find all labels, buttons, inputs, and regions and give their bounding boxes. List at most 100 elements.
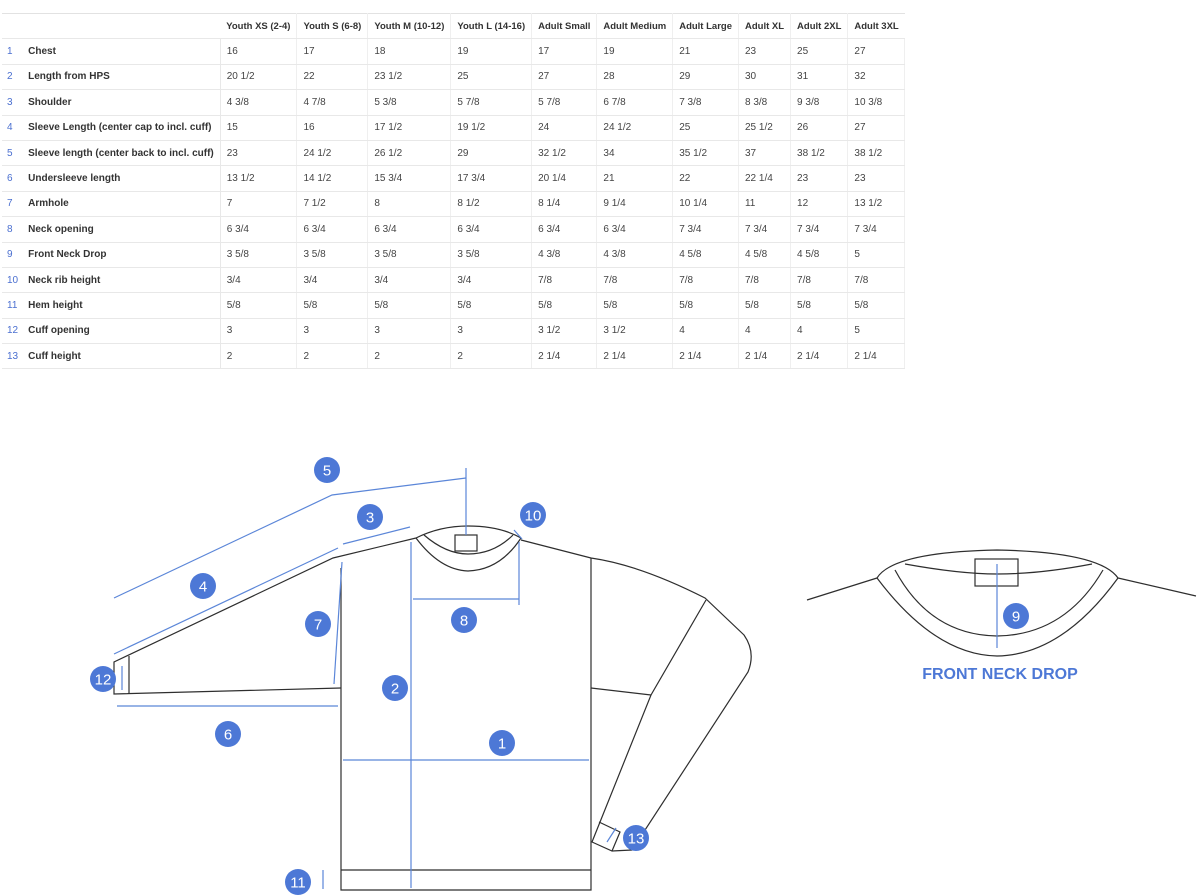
detail-collar-inner (894, 569, 1104, 637)
size-value-cell: 26 (790, 115, 849, 141)
size-value-cell: 23 (847, 165, 906, 192)
marker-4: 4 (190, 573, 216, 599)
size-value-cell: 17 1/2 (367, 115, 452, 141)
marker-number: 3 (366, 510, 374, 527)
neck-rib-height-line (513, 529, 523, 540)
marker-9: 9 (1003, 603, 1029, 629)
size-value-cell: 2 1/4 (738, 343, 792, 370)
measurement-label: Length from HPS (22, 64, 221, 91)
size-value-cell: 24 1/2 (296, 140, 369, 167)
left-sleeve (113, 537, 417, 695)
marker-number: 12 (95, 672, 112, 689)
size-value-cell: 18 (367, 38, 452, 65)
size-value-cell: 5/8 (296, 292, 369, 319)
marker-circle (90, 666, 116, 692)
size-value-cell: 15 (220, 115, 298, 141)
size-value-cell: 4 3/8 (531, 242, 598, 268)
neck-label (454, 534, 478, 552)
marker-circle (215, 721, 241, 747)
size-value-cell: 7/8 (790, 267, 849, 294)
header-adult-3xl: Adult 3XL (847, 13, 905, 40)
size-value-cell: 29 (672, 64, 739, 91)
row-number: 5 (2, 140, 23, 167)
marker-circle (520, 502, 546, 528)
size-value-cell: 22 (296, 64, 369, 91)
size-value-cell: 21 (672, 38, 739, 65)
size-chart-table: Youth XS (2-4) Youth S (6-8) Youth M (10… (2, 13, 906, 370)
size-value-cell: 16 (220, 38, 298, 65)
size-value-cell: 5 7/8 (531, 89, 598, 116)
front-neck-drop-caption: FRONT NECK DROP (922, 666, 1078, 683)
size-value-cell: 7 (220, 191, 298, 218)
neck-rib-band (423, 534, 514, 555)
row-number: 11 (2, 292, 23, 319)
size-value-cell: 2 (220, 343, 298, 370)
right-cuff (598, 821, 621, 852)
size-value-cell: 11 (738, 191, 792, 218)
size-value-cell: 19 (450, 38, 533, 65)
marker-number: 9 (1012, 609, 1020, 626)
size-value-cell: 5/8 (220, 292, 298, 319)
size-value-cell: 25 (790, 38, 849, 65)
front-neck-drop-detail: FRONT NECK DROP (806, 549, 1197, 683)
size-value-cell: 4 3/8 (596, 242, 674, 268)
size-value-cell: 4 3/8 (220, 89, 298, 116)
measurement-label: Sleeve Length (center cap to incl. cuff) (22, 115, 221, 141)
measurement-label: Shoulder (22, 89, 221, 116)
sleeve-back-line (113, 477, 467, 599)
size-value-cell: 15 3/4 (367, 165, 452, 192)
size-value-cell: 3 (367, 318, 452, 345)
row-number: 13 (2, 343, 23, 370)
marker-10: 10 (520, 502, 546, 528)
size-value-cell: 2 (296, 343, 369, 370)
sleeve-length-line (113, 547, 339, 655)
marker-number: 2 (391, 681, 399, 698)
size-value-cell: 7/8 (672, 267, 739, 294)
size-value-cell: 4 7/8 (296, 89, 369, 116)
size-value-cell: 25 1/2 (738, 115, 792, 141)
marker-number: 11 (290, 875, 306, 892)
measurement-label: Sleeve length (center back to incl. cuff… (22, 140, 221, 167)
size-value-cell: 5/8 (790, 292, 849, 319)
armhole-line (333, 561, 343, 685)
size-value-cell: 25 (672, 115, 739, 141)
measurement-label: Cuff opening (22, 318, 221, 345)
size-value-cell: 7 1/2 (296, 191, 369, 218)
size-value-cell: 19 1/2 (450, 115, 533, 141)
size-value-cell: 3 5/8 (296, 242, 369, 268)
size-value-cell: 2 (367, 343, 452, 370)
size-value-cell: 30 (738, 64, 792, 91)
marker-circle (451, 607, 477, 633)
size-value-cell: 5 3/8 (367, 89, 452, 116)
size-value-cell: 17 (531, 38, 598, 65)
size-value-cell: 5 7/8 (450, 89, 533, 116)
marker-number: 5 (323, 463, 331, 480)
size-value-cell: 17 3/4 (450, 165, 533, 192)
size-value-cell: 21 (596, 165, 674, 192)
size-value-cell: 4 5/8 (738, 242, 792, 268)
size-value-cell: 31 (790, 64, 849, 91)
row-number: 2 (2, 64, 23, 91)
size-value-cell: 3 (220, 318, 298, 345)
size-value-cell: 7/8 (738, 267, 792, 294)
detail-collar-outer (876, 577, 1119, 657)
neck-rib-outer (415, 525, 522, 539)
size-value-cell: 23 (738, 38, 792, 65)
marker-1: 1 (489, 730, 515, 756)
size-value-cell: 23 1/2 (367, 64, 452, 91)
size-value-cell: 20 1/4 (531, 165, 598, 192)
measurement-lines (113, 468, 617, 889)
row-number: 4 (2, 115, 23, 141)
size-value-cell: 3 (296, 318, 369, 345)
size-value-cell: 9 3/8 (790, 89, 849, 116)
size-value-cell: 6 3/4 (450, 216, 533, 243)
size-value-cell: 23 (790, 165, 849, 192)
row-number: 3 (2, 89, 23, 116)
marker-circle (1003, 603, 1029, 629)
size-value-cell: 3/4 (296, 267, 369, 294)
marker-number: 10 (525, 508, 542, 525)
size-value-cell: 12 (790, 191, 849, 218)
